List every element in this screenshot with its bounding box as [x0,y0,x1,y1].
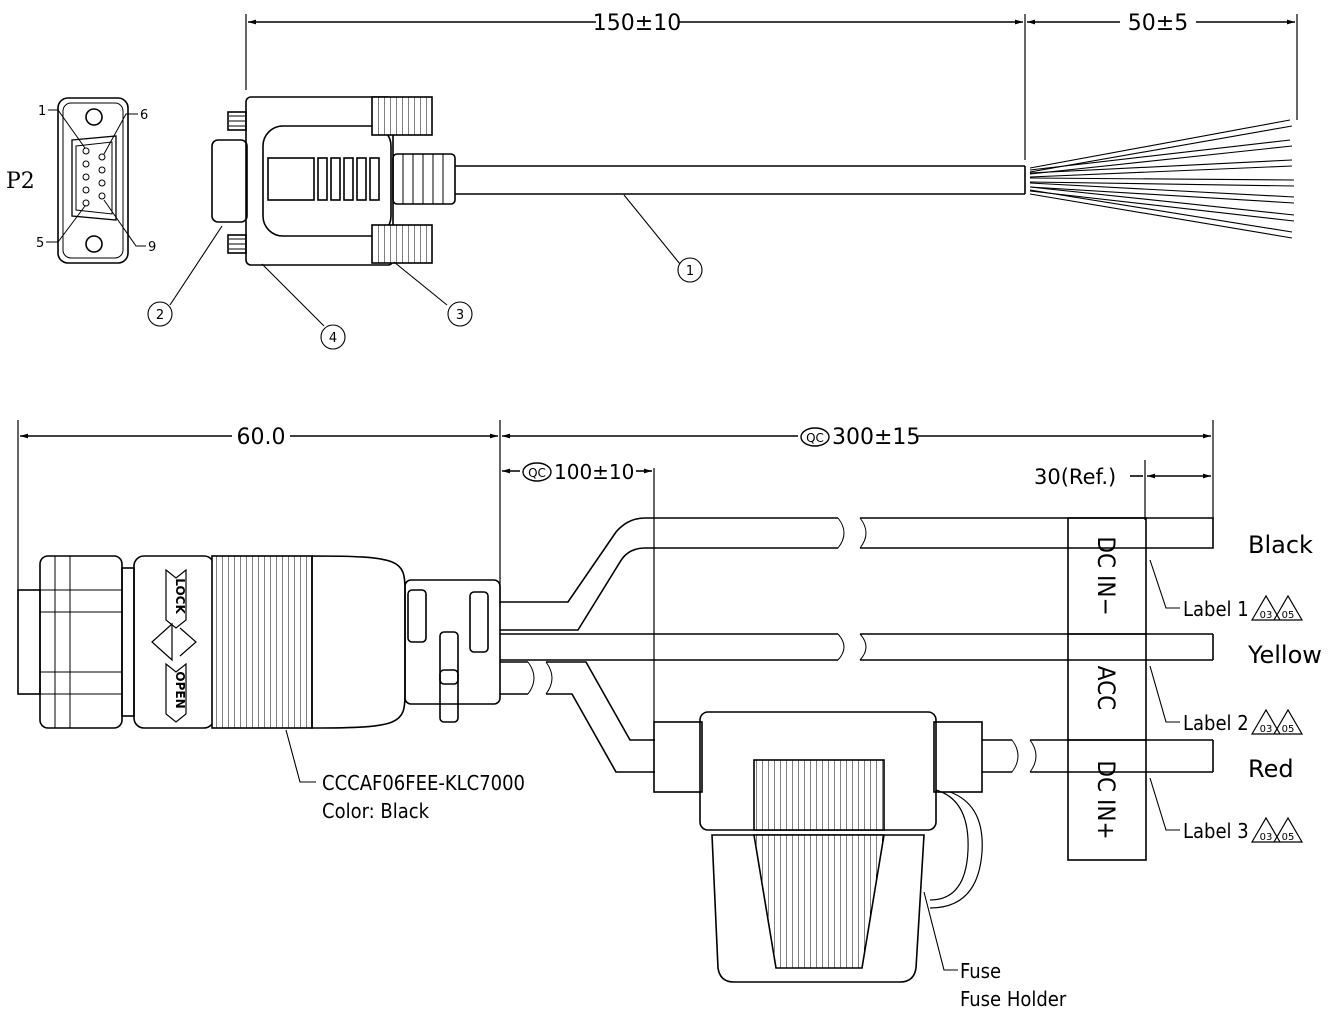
dim-connector: 60.0 [237,425,286,450]
label-2-rev-b: 05 [1282,724,1295,735]
top-dimension-lines [245,14,1298,160]
dim-ref: 30(Ref.) [1034,465,1116,489]
label-1-text: Label 1 [1183,597,1249,621]
pin-6-label: 6 [140,108,148,123]
label-3-rev-b: 05 [1282,832,1295,843]
part-number: CCCAF06FEE-KLC7000 [322,771,525,795]
lock-text: LOCK [173,578,187,614]
label-1-rev-a: 03 [1260,610,1273,621]
sleeve-text-3: DC IN+ [1092,760,1120,839]
pin-9-label: 9 [148,240,156,255]
dim-total: 300±15 [832,425,920,450]
dim-tail: 50±5 [1128,11,1188,36]
label-sleeves [1067,517,1147,861]
sleeve-text-1: DC IN− [1092,536,1120,615]
callout-3: 3 [456,308,464,323]
dim-fuse: 100±10 [554,460,634,484]
label-1-row: Label 1 03 05 [1183,594,1304,621]
dim-total-mark: QC [806,431,824,445]
pin-1-label: 1 [38,104,46,119]
db9-connector-side [211,96,1026,266]
label-2-text: Label 2 [1183,711,1249,735]
callout-1: 1 [686,264,694,279]
circular-connector [17,555,501,729]
connector-name: P2 [6,169,35,194]
fuse-holder [653,711,1012,983]
bottom-leader-lines [285,559,1180,971]
top-texts: 150±10 50±5 P2 1 6 5 9 1 2 3 4 [6,11,1188,346]
dim-fuse-mark: QC [528,466,546,480]
dim-total-group: QC 300±15 [800,425,920,450]
yellow-wire [500,633,1214,661]
flying-leads [1029,119,1295,239]
fuse-text: Fuse [960,959,1001,983]
db9-face-view [46,97,146,264]
pin-5-label: 5 [36,236,44,251]
label-3-row: Label 3 03 05 [1183,816,1304,843]
wire-color-3: Red [1248,755,1294,783]
callout-2: 2 [156,308,164,323]
label-2-rev-a: 03 [1260,724,1273,735]
fuse-holder-text: Fuse Holder [960,987,1067,1011]
dim-fuse-group: QC 100±10 [522,460,634,484]
sleeve-text-2: ACC [1092,666,1120,711]
wire-color-1: Black [1248,531,1313,559]
open-text: OPEN [173,671,187,708]
dim-main: 150±10 [593,11,681,36]
wire-color-2: Yellow [1247,641,1322,669]
bottom-dimension-lines [17,420,1214,722]
label-2-row: Label 2 03 05 [1183,708,1304,735]
label-3-rev-a: 03 [1260,832,1273,843]
black-wire [500,517,1214,631]
label-3-text: Label 3 [1183,819,1249,843]
connector-color: Color: Black [322,799,430,823]
callout-4: 4 [329,331,337,346]
top-leader-lines [147,194,703,350]
bottom-texts: 60.0 QC 300±15 QC 100±10 30(Ref.) LOCK O… [173,425,1322,1011]
label-1-rev-b: 05 [1282,610,1295,621]
